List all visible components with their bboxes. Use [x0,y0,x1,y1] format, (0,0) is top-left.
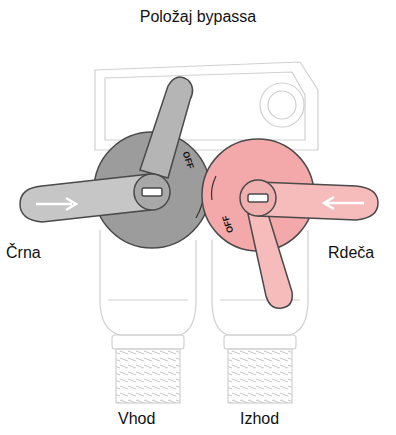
hub-slot [248,194,268,202]
body-gear-inner [268,91,296,119]
knob-hub [134,174,170,210]
turn-arrow [212,176,217,200]
body-gear [260,83,304,127]
knob-label: Črna [6,244,41,262]
knob-label: Rdeča [328,244,374,262]
black-knob [20,77,210,248]
valve-body [95,62,318,403]
inlet-thread [116,349,180,403]
red-knob [202,139,378,308]
red-knob-blade [248,214,292,308]
outlet-thread [228,349,292,403]
outlet-collar [224,335,296,349]
inlet-collar [112,335,184,349]
flow-arrow [36,198,76,210]
knob-hub [240,180,276,216]
flow-arrow [324,197,364,209]
hub-slot [142,188,162,196]
diagram-title: Položaj bypassa [0,8,396,26]
port-label: Vhod [118,410,155,428]
body-top-inner [105,72,305,140]
black-knob-handle [20,174,150,222]
port-label: Izhod [240,410,279,428]
